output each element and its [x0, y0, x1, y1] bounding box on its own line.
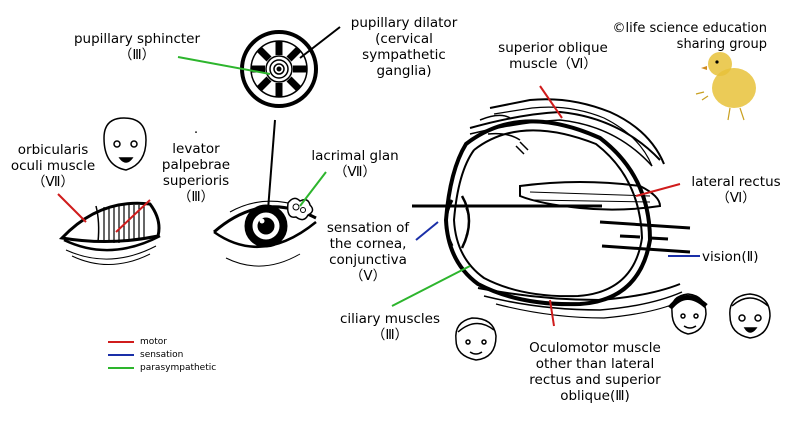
pointer-ciliary: [391, 265, 471, 307]
pointer-levator: [115, 199, 151, 233]
pointer-orbicularis: [57, 193, 87, 223]
pointer-lines: [57, 26, 700, 327]
pointer-lacrimal: [299, 171, 327, 207]
label-orbicularis-oculi: orbicularis oculi muscle （Ⅶ）: [10, 142, 96, 190]
label-levator: · levator palpebrae superioris （Ⅲ）: [161, 125, 231, 205]
label-vision: vision(Ⅱ): [702, 249, 759, 265]
legend-swatches: [108, 341, 134, 369]
label-ciliary: ciliary muscles （Ⅲ）: [339, 311, 441, 343]
label-lacrimal: lacrimal glan （Ⅶ）: [311, 148, 399, 180]
label-pupillary-sphincter: pupillary sphincter （Ⅲ）: [73, 31, 201, 63]
pointer-pupillary-dilator: [299, 26, 341, 59]
label-superior-oblique: superior oblique muscle（Ⅵ）: [498, 40, 608, 72]
legend-label-parasympathetic: parasympathetic: [140, 363, 217, 373]
eye-cross-section-icon: [412, 98, 691, 319]
face-icon: [668, 293, 708, 335]
legend-label-motor: motor: [140, 337, 168, 347]
label-oculomotor: Oculomotor muscle other than lateral rec…: [529, 340, 661, 404]
label-sensation: sensation of the cornea, conjunctiva （Ⅴ）: [326, 220, 410, 284]
label-pupillary-dilator: pupillary dilator (cervical sympathetic …: [350, 15, 458, 79]
pointer-pupillary-sphincter: [177, 56, 271, 75]
pointer-dilator-eye: [267, 119, 276, 211]
iris-icon: [240, 30, 318, 108]
credit-line-2: sharing group: [676, 37, 767, 52]
eyelid-icon: [58, 201, 161, 265]
face-icon: [729, 293, 771, 339]
pointer-sensation: [415, 221, 439, 241]
credit: ©life science education sharing group: [613, 21, 767, 53]
pointer-superior-oblique: [539, 85, 563, 119]
face-icon: [103, 117, 147, 171]
label-lateral-rectus: lateral rectus （Ⅵ）: [691, 174, 781, 206]
legend-label-sensation: sensation: [140, 350, 184, 360]
pointer-oculomotor: [549, 299, 555, 327]
credit-line-1: ©life science education: [612, 21, 767, 36]
chick-icon: [695, 52, 756, 121]
face-icon: [455, 317, 497, 361]
pointer-lateral-rectus: [635, 183, 681, 197]
open-eye-icon: [213, 197, 317, 267]
